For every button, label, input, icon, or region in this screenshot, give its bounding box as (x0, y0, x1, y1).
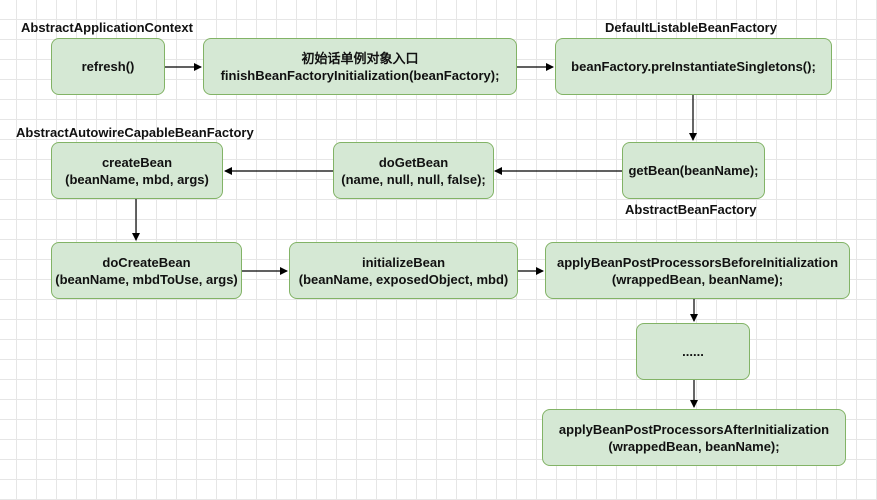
get-bean-node[interactable]: getBean(beanName); (622, 142, 765, 199)
initialize-bean-title: initializeBean (361, 254, 446, 270)
apply-after-initialization-args: (wrappedBean, beanName); (608, 438, 780, 454)
finish-initialization-call: finishBeanFactoryInitialization(beanFact… (220, 67, 500, 83)
initialize-bean-node[interactable]: initializeBean (beanName, exposedObject,… (289, 242, 518, 299)
refresh-text: refresh() (81, 59, 135, 74)
do-get-bean-node[interactable]: doGetBean (name, null, null, false); (333, 142, 494, 199)
apply-after-initialization-node[interactable]: applyBeanPostProcessorsAfterInitializati… (542, 409, 846, 466)
apply-before-initialization-title: applyBeanPostProcessorsBeforeInitializat… (556, 254, 839, 270)
preinstantiate-singletons-node[interactable]: beanFactory.preInstantiateSingletons(); (555, 38, 832, 95)
refresh-node[interactable]: refresh() (51, 38, 165, 95)
create-bean-args: (beanName, mbd, args) (65, 171, 209, 187)
create-bean-node[interactable]: createBean (beanName, mbd, args) (51, 142, 223, 199)
get-bean-text: getBean(beanName); (628, 163, 759, 178)
preinstantiate-singletons-text: beanFactory.preInstantiateSingletons(); (571, 59, 816, 74)
ellipsis-node[interactable]: ...... (636, 323, 750, 380)
apply-before-initialization-node[interactable]: applyBeanPostProcessorsBeforeInitializat… (545, 242, 850, 299)
do-create-bean-node[interactable]: doCreateBean (beanName, mbdToUse, args) (51, 242, 242, 299)
finish-initialization-node[interactable]: 初始话单例对象入口 finishBeanFactoryInitializatio… (203, 38, 517, 95)
apply-after-initialization-title: applyBeanPostProcessorsAfterInitializati… (558, 421, 830, 437)
do-get-bean-args: (name, null, null, false); (341, 171, 486, 187)
create-bean-title: createBean (101, 154, 173, 170)
default-listable-bean-factory-label: DefaultListableBeanFactory (605, 20, 777, 35)
ellipsis-text: ...... (682, 344, 704, 359)
initialize-bean-args: (beanName, exposedObject, mbd) (298, 271, 509, 287)
finish-initialization-title: 初始话单例对象入口 (301, 50, 419, 66)
do-get-bean-title: doGetBean (378, 154, 449, 170)
abstract-autowire-capable-bean-factory-label: AbstractAutowireCapableBeanFactory (16, 125, 254, 140)
apply-before-initialization-args: (wrappedBean, beanName); (611, 271, 784, 287)
abstract-application-context-label: AbstractApplicationContext (21, 20, 193, 35)
do-create-bean-args: (beanName, mbdToUse, args) (55, 271, 238, 287)
do-create-bean-title: doCreateBean (102, 254, 191, 270)
abstract-bean-factory-label: AbstractBeanFactory (625, 202, 757, 217)
